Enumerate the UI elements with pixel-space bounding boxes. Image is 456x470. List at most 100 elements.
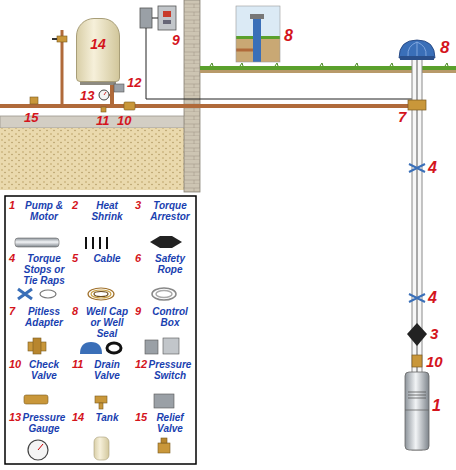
callout-number: 11 xyxy=(96,114,110,127)
drain-valve xyxy=(101,107,106,112)
callout-number: 8 xyxy=(440,39,449,56)
callout-number: 4 xyxy=(428,290,437,306)
check-valve xyxy=(412,355,422,367)
callout-number: 10 xyxy=(426,354,443,369)
torque-stop xyxy=(409,164,425,302)
tank-shape: 14 xyxy=(76,18,120,82)
part-name: Well Cap or Well Seal xyxy=(81,306,133,339)
part-icon xyxy=(15,236,182,460)
part-icon xyxy=(24,395,48,404)
callout-number: 15 xyxy=(24,111,38,124)
pressure-gauge xyxy=(99,90,112,100)
part-icon xyxy=(99,403,103,409)
torque-stop xyxy=(409,294,425,302)
part-icon xyxy=(38,444,43,450)
torque-stop xyxy=(409,164,425,172)
part-icon xyxy=(163,338,179,354)
well-seal-inset xyxy=(236,6,280,62)
control-box xyxy=(140,6,176,30)
part-number: 10 xyxy=(9,359,21,370)
part-number: 12 xyxy=(135,359,147,370)
sand-fill xyxy=(0,128,186,190)
shutoff-valve xyxy=(52,38,57,40)
drain-valve xyxy=(101,107,106,112)
foundation-wall xyxy=(184,0,200,192)
part-name: Drain Valve xyxy=(81,359,133,381)
part-number: 15 xyxy=(135,412,147,423)
part-icon xyxy=(80,342,102,354)
control-box xyxy=(158,6,176,30)
check-valve xyxy=(412,355,422,367)
check-valve xyxy=(124,102,135,110)
callout-number: 7 xyxy=(398,109,406,124)
part-name: Torque Arrestor xyxy=(144,200,196,222)
part-icon xyxy=(152,288,176,300)
well-seal-inset xyxy=(236,6,280,62)
part-icon xyxy=(158,443,170,453)
part-icon xyxy=(107,343,121,353)
part-number: 4 xyxy=(9,253,15,264)
part-icon xyxy=(161,438,167,443)
relief-valve xyxy=(30,97,38,104)
part-number: 11 xyxy=(72,359,83,370)
callout-number: 10 xyxy=(117,114,131,127)
part-number: 6 xyxy=(135,253,141,264)
pressure-gauge xyxy=(99,90,109,100)
pump-motor xyxy=(405,410,429,411)
part-icon xyxy=(18,289,32,299)
part-name: Heat Shrink xyxy=(81,200,133,222)
part-number: 8 xyxy=(72,306,78,317)
pressure-gauge xyxy=(104,92,106,95)
part-name: Pressure Switch xyxy=(144,359,196,381)
control-box xyxy=(140,8,152,28)
tank-stand xyxy=(80,82,116,85)
pump-motor xyxy=(408,392,426,398)
part-icon xyxy=(154,394,174,408)
well-cap xyxy=(400,56,434,60)
check-valve xyxy=(124,102,135,110)
part-icon xyxy=(94,437,109,460)
pitless-adapter xyxy=(408,100,426,110)
shutoff-valve xyxy=(52,36,67,42)
part-name: Pump & Motor xyxy=(18,200,70,222)
part-icon xyxy=(150,236,182,248)
legend-panel xyxy=(5,196,196,464)
part-name: Torque Stops or Tie Raps xyxy=(18,253,70,286)
torque-arrestor xyxy=(407,323,427,346)
callout-number: 13 xyxy=(80,89,94,102)
part-number: 3 xyxy=(135,200,141,211)
pressure-switch xyxy=(114,84,124,92)
part-name: Cable xyxy=(81,253,133,264)
callout-number: 9 xyxy=(172,33,180,47)
legend-panel xyxy=(5,196,196,464)
part-icon xyxy=(86,237,107,249)
relief-valve xyxy=(30,97,38,104)
well-cap xyxy=(399,40,435,60)
part-icon xyxy=(88,288,114,300)
part-name: Pitless Adapter xyxy=(18,306,70,328)
part-name: Safety Rope xyxy=(144,253,196,275)
callout-number: 4 xyxy=(428,160,437,176)
part-icon xyxy=(15,238,59,247)
part-number: 5 xyxy=(72,253,78,264)
control-box xyxy=(152,18,158,19)
part-number: 1 xyxy=(9,200,15,211)
well-seal-inset xyxy=(236,49,253,52)
part-name: Tank xyxy=(81,412,133,423)
tank-stand xyxy=(80,82,116,85)
pump-motor xyxy=(405,372,429,450)
callout-number: 3 xyxy=(430,326,438,341)
part-name: Control Box xyxy=(144,306,196,328)
callout-number: 8 xyxy=(284,28,293,44)
callout-number: 14 xyxy=(77,37,119,51)
well-seal-inset xyxy=(250,14,264,19)
well-cap xyxy=(399,40,435,58)
part-icon xyxy=(33,338,41,354)
foundation-wall xyxy=(184,0,200,192)
callout-number: 12 xyxy=(127,76,141,89)
part-name: Pressure Gauge xyxy=(18,412,70,434)
part-icon xyxy=(145,340,158,354)
part-number: 2 xyxy=(72,200,78,211)
callout-number: 1 xyxy=(432,398,441,414)
